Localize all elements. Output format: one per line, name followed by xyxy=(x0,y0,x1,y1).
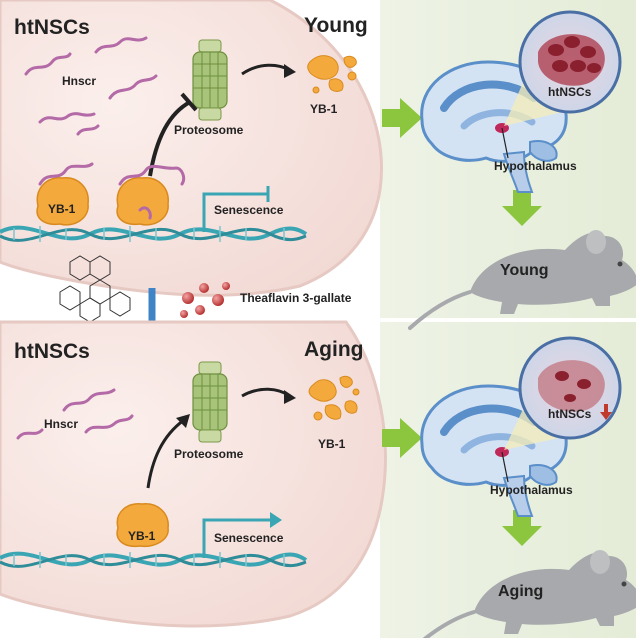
yb1-fragments xyxy=(307,55,357,94)
cell-label: htNSCs xyxy=(14,16,90,39)
htnsc-cells xyxy=(555,371,591,402)
yb1-released-label: YB-1 xyxy=(318,437,346,451)
yb1-released-label: YB-1 xyxy=(310,102,338,116)
senescence-promoter-line xyxy=(202,518,274,558)
inhibition-bar xyxy=(180,92,198,112)
theaflavin-label: Theaflavin 3-gallate xyxy=(240,291,352,305)
hypothalamus-label: Hypothalamus xyxy=(494,159,577,173)
theaflavin-structure-icon xyxy=(59,255,131,323)
hypothalamus-label: Hypothalamus xyxy=(490,483,573,497)
proteasome xyxy=(192,39,228,121)
yb1-bound-label: YB-1 xyxy=(48,202,76,216)
senescence-label: Senescence xyxy=(214,203,284,217)
degradation-arc-head xyxy=(176,414,190,428)
yb1-bound-label: YB-1 xyxy=(128,529,156,543)
inset-label: htNSCs xyxy=(548,85,592,99)
hypothalamus-pointer xyxy=(501,127,509,159)
senescence-label: Senescence xyxy=(214,531,284,545)
hnscr-label: Hnscr xyxy=(62,74,96,88)
degradation-arrowhead xyxy=(284,390,296,404)
mouse-label: Young xyxy=(500,262,549,279)
cell-label: htNSCs xyxy=(14,340,90,363)
yb1-bound xyxy=(116,503,169,548)
dna-helix xyxy=(0,551,308,568)
bottom-panel: htNSCs Aging Hnscr Proteosome YB-1 YB-1 xyxy=(0,320,636,638)
top-panel: htNSCs Young Hnscr Proteosome YB-1 xyxy=(0,0,636,330)
hnscr-rna-strands xyxy=(24,36,158,136)
panel-divider xyxy=(0,318,636,322)
proteosome-label: Proteosome xyxy=(174,447,244,461)
senescence-promoter-line xyxy=(202,192,268,232)
yb1-bound-complex xyxy=(36,162,186,226)
hnscr-label: Hnscr xyxy=(44,417,78,431)
proteasome xyxy=(192,361,228,443)
dna-helix xyxy=(0,225,308,242)
theaflavin-molecules xyxy=(180,282,230,318)
decrease-arrow-icon xyxy=(600,404,612,420)
hypothalamus-pointer xyxy=(501,451,509,483)
state-label: Aging xyxy=(304,338,363,361)
htnsc-cells xyxy=(548,36,601,73)
state-label: Young xyxy=(304,14,368,37)
degradation-arc xyxy=(146,418,185,489)
proteosome-label: Proteosome xyxy=(174,123,244,137)
degradation-arrowhead xyxy=(284,64,296,78)
cell-body xyxy=(0,320,387,628)
cell-body xyxy=(0,0,383,297)
yb1-fragments xyxy=(308,375,360,421)
senescence-activation-arrowhead xyxy=(270,512,282,528)
inset-label: htNSCs xyxy=(548,407,592,421)
hnscr-rna-strands xyxy=(16,388,134,440)
mouse-label: Aging xyxy=(498,583,543,600)
htnsc-cluster xyxy=(538,360,605,412)
